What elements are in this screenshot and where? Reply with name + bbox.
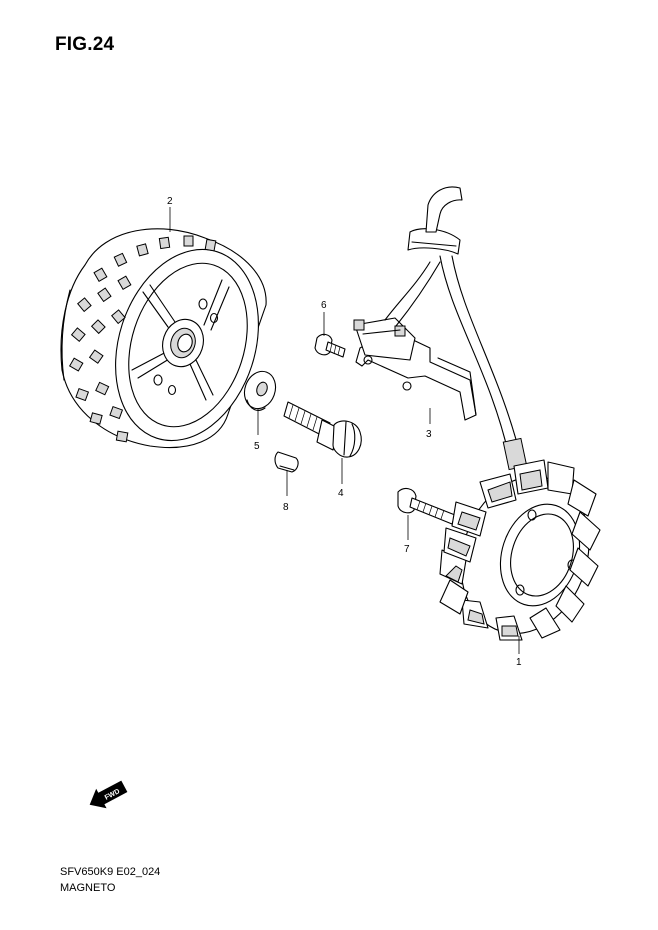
callout-2: 2 bbox=[167, 196, 173, 207]
figure-title: FIG.24 bbox=[55, 34, 115, 55]
wire-harness bbox=[384, 186, 528, 471]
stator-part-1[interactable] bbox=[439, 459, 609, 650]
callout-3: 3 bbox=[426, 429, 432, 440]
callout-7: 7 bbox=[404, 544, 410, 555]
leader-lines bbox=[169, 207, 520, 654]
callout-6: 6 bbox=[321, 300, 327, 311]
callout-5: 5 bbox=[254, 441, 260, 452]
callout-1: 1 bbox=[516, 657, 522, 668]
key-part-8[interactable] bbox=[274, 451, 299, 473]
figure-code: SFV650K9 E02_024 bbox=[60, 866, 161, 878]
callout-4: 4 bbox=[338, 488, 344, 499]
washer-part-5[interactable] bbox=[239, 367, 280, 413]
callout-8: 8 bbox=[283, 502, 289, 513]
bolt-part-4[interactable] bbox=[283, 401, 362, 458]
screw-part-6[interactable] bbox=[314, 333, 346, 358]
rotor-part-2[interactable] bbox=[60, 228, 282, 459]
figure-name: MAGNETO bbox=[60, 882, 116, 894]
pickup-coil[interactable] bbox=[353, 317, 416, 361]
bolt-part-7[interactable] bbox=[397, 487, 456, 525]
fwd-arrow-icon: FWD bbox=[89, 780, 128, 809]
